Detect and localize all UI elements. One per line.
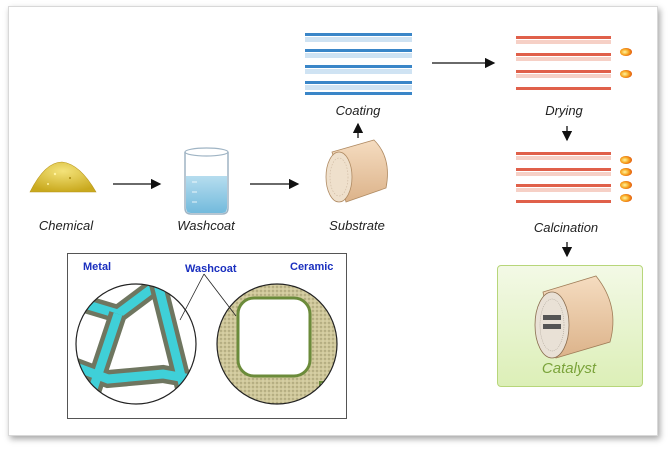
substrate-comparison-inset: Metal Washcoat Ceramic [67,253,347,419]
label-substrate: Substrate [329,218,385,233]
label-washcoat-layer: Washcoat [185,263,237,275]
label-calcination: Calcination [533,220,599,235]
flame-icon [620,156,632,202]
label-catalyst: Catalyst [541,360,597,377]
beaker-icon [184,147,229,215]
cross-section-illustration [75,273,338,405]
label-coating: Coating [335,103,381,118]
calcination-channels-icon [516,152,611,203]
ceramic-substrate-section [217,284,337,404]
catalyst-panel [497,265,643,387]
label-ceramic: Ceramic [290,261,334,273]
chemical-powder-icon [29,161,97,193]
drying-channels-icon [516,36,611,90]
flame-icon [620,48,632,78]
label-drying: Drying [545,103,583,118]
metal-substrate-section [76,284,196,404]
coating-channels-icon [305,33,412,95]
label-chemical: Chemical [38,218,94,233]
label-washcoat: Washcoat [177,218,235,233]
substrate-cylinder-icon [325,139,388,203]
catalyst-cylinder-icon [534,275,614,359]
label-metal: Metal [83,261,112,273]
